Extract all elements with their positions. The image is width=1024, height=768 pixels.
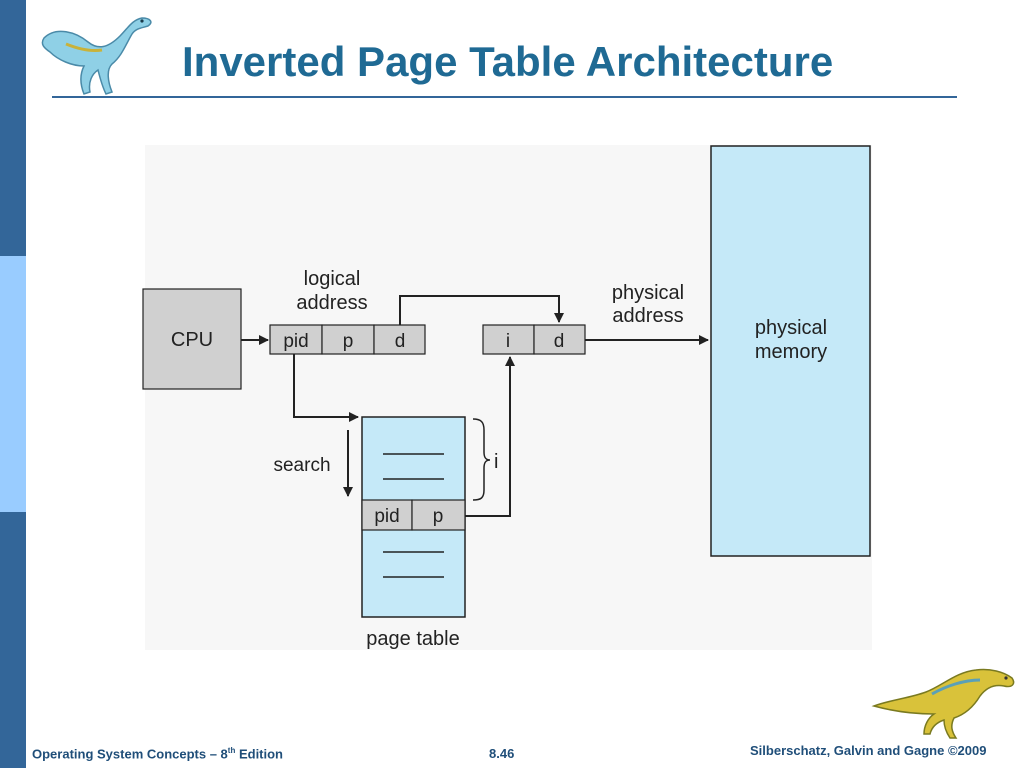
physical-field-d-label: d	[554, 331, 565, 352]
dinosaur-mascot-icon	[871, 668, 1015, 739]
footer-book-title: Operating System Concepts – 8th Edition	[32, 746, 283, 761]
page-table-entry-p-label: p	[433, 506, 444, 527]
dinosaur-logo-icon	[41, 17, 152, 95]
pid-to-page-table-arrow	[293, 354, 359, 422]
footer-book-suffix: Edition	[235, 746, 284, 762]
logical-field-d	[373, 324, 426, 355]
physical-address-label-line1: physical	[612, 282, 684, 304]
logical-address-label-line2: address	[296, 292, 367, 314]
logical-field-pid-label: pid	[283, 331, 308, 352]
cpu-box	[142, 288, 242, 390]
page-table-entry-pid-label: pid	[374, 506, 399, 527]
sidebar-accent	[0, 256, 26, 512]
logical-field-p-label: p	[343, 331, 354, 352]
physical-field-d	[533, 324, 586, 355]
footer-book-sup: th	[227, 746, 236, 755]
index-brace-label: i	[494, 451, 498, 473]
offset-d-arrow	[399, 295, 564, 325]
slide-title: Inverted Page Table Architecture	[182, 38, 834, 85]
index-brace	[472, 418, 491, 501]
logical-field-pid	[269, 324, 323, 355]
search-label: search	[273, 455, 330, 476]
cpu-label: CPU	[171, 329, 213, 351]
logical-address-label-line1: logical	[304, 268, 361, 290]
physical-field-i-label: i	[506, 331, 510, 352]
footer-book-text: Operating System Concepts – 8	[32, 746, 228, 762]
logical-field-d-label: d	[395, 331, 406, 352]
physical-address-label-line2: address	[612, 305, 683, 327]
index-to-physical-arrow	[465, 356, 515, 517]
footer-page-number: 8.46	[489, 746, 515, 761]
page-table-entry-p	[411, 499, 466, 531]
footer-copyright: Silberschatz, Galvin and Gagne ©2009	[750, 743, 987, 758]
physical-memory-box	[710, 145, 871, 557]
page-table-label: page table	[366, 628, 459, 650]
physical-memory-label-line2: memory	[755, 341, 827, 363]
title-divider	[52, 96, 957, 98]
physical-memory-label-line1: physical	[755, 317, 827, 339]
